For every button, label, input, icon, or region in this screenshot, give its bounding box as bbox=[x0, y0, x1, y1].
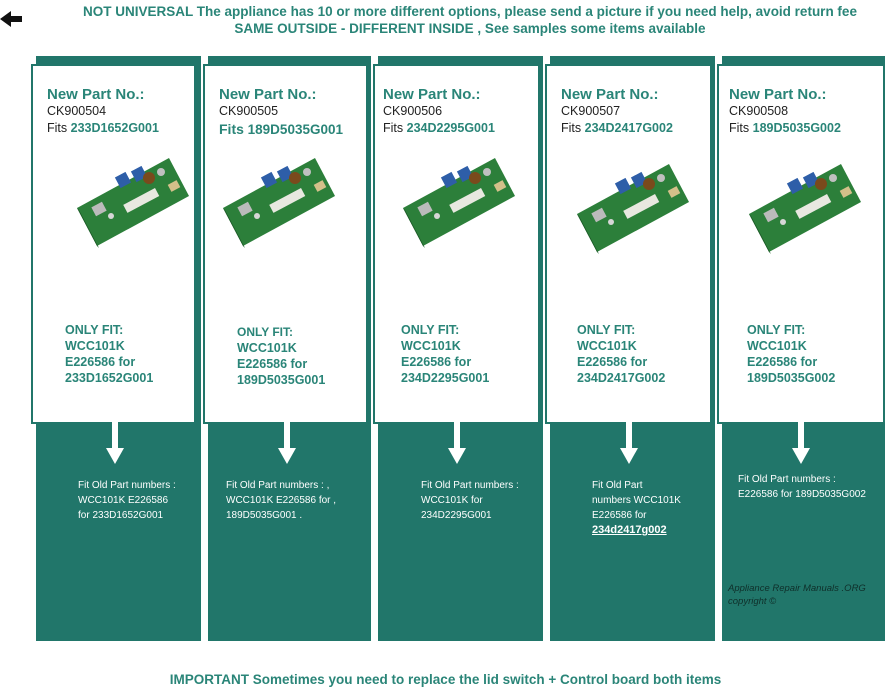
circuit-board-image bbox=[77, 158, 189, 248]
old-part-numbers: Fit Old Part numbers : WCC101K for 234D2… bbox=[421, 480, 519, 521]
circuit-board-image bbox=[223, 158, 335, 248]
part-card[interactable]: New Part No.: CK900506 Fits 234D2295G001… bbox=[373, 64, 540, 424]
arrow-down-icon bbox=[278, 420, 296, 464]
old-part-numbers: Fit Old Part numbers : WCC101K E226586 f… bbox=[78, 480, 176, 521]
arrow-down-icon bbox=[106, 420, 124, 464]
only-fit-block: ONLY FIT: WCC101K E226586 for 234D2295G0… bbox=[401, 323, 490, 385]
old-part-link[interactable]: 234d2417g002 bbox=[592, 524, 667, 536]
new-part-title: New Part No.: bbox=[47, 86, 145, 103]
part-card[interactable]: New Part No.: CK900507 Fits 234D2417G002… bbox=[545, 64, 712, 424]
only-fit-block: ONLY FIT: WCC101K E226586 for 234D2417G0… bbox=[577, 323, 666, 385]
fits-line: Fits 233D1652G001 bbox=[47, 121, 159, 135]
part-number: CK900506 bbox=[383, 104, 443, 118]
only-fit-block: ONLY FIT: WCC101K E226586 for 189D5035G0… bbox=[237, 325, 326, 387]
new-part-title: New Part No.: bbox=[729, 86, 827, 103]
only-fit-block: ONLY FIT: WCC101K E226586 for 189D5035G0… bbox=[747, 323, 836, 385]
notice-heading: NOT UNIVERSAL The appliance has 10 or mo… bbox=[83, 4, 857, 19]
arrow-down-icon bbox=[792, 420, 810, 464]
part-number: CK900508 bbox=[729, 104, 789, 118]
part-card[interactable]: New Part No.: CK900505 Fits 189D5035G001… bbox=[203, 64, 368, 424]
arrow-down-icon bbox=[620, 420, 638, 464]
circuit-board-image bbox=[577, 164, 689, 254]
old-part-numbers: Fit Old Part numbers : , WCC101K E226586… bbox=[226, 480, 337, 521]
arrow-down-icon bbox=[448, 420, 466, 464]
new-part-title: New Part No.: bbox=[561, 86, 659, 103]
old-part-numbers: Fit Old Part numbers : E226586 for 189D5… bbox=[738, 474, 866, 500]
part-number: CK900505 bbox=[219, 104, 279, 118]
circuit-board-image bbox=[403, 158, 515, 248]
only-fit-block: ONLY FIT: WCC101K E226586 for 233D1652G0… bbox=[65, 323, 154, 385]
notice-subheading: SAME OUTSIDE - DIFFERENT INSIDE , See sa… bbox=[234, 21, 706, 36]
part-card[interactable]: New Part No.: CK900504 Fits 233D1652G001… bbox=[31, 64, 196, 424]
new-part-title: New Part No.: bbox=[219, 86, 317, 103]
new-part-title: New Part No.: bbox=[383, 86, 481, 103]
circuit-board-image bbox=[749, 164, 861, 254]
part-number: CK900507 bbox=[561, 104, 621, 118]
important-note: IMPORTANT Sometimes you need to replace … bbox=[169, 672, 722, 687]
copyright-credit: Appliance Repair Manuals .ORG copyright … bbox=[728, 583, 866, 607]
arrow-left-icon[interactable] bbox=[0, 8, 22, 30]
old-part-numbers: Fit Old Part numbers WCC101K E226586 for… bbox=[592, 480, 681, 536]
part-number: CK900504 bbox=[47, 104, 107, 118]
part-card[interactable]: New Part No.: CK900508 Fits 189D5035G002… bbox=[717, 64, 885, 424]
fits-line: Fits 234D2417G002 bbox=[561, 121, 673, 135]
fits-line: Fits 234D2295G001 bbox=[383, 121, 495, 135]
fits-line: Fits 189D5035G002 bbox=[729, 121, 841, 135]
fits-line: Fits 189D5035G001 bbox=[219, 121, 343, 137]
